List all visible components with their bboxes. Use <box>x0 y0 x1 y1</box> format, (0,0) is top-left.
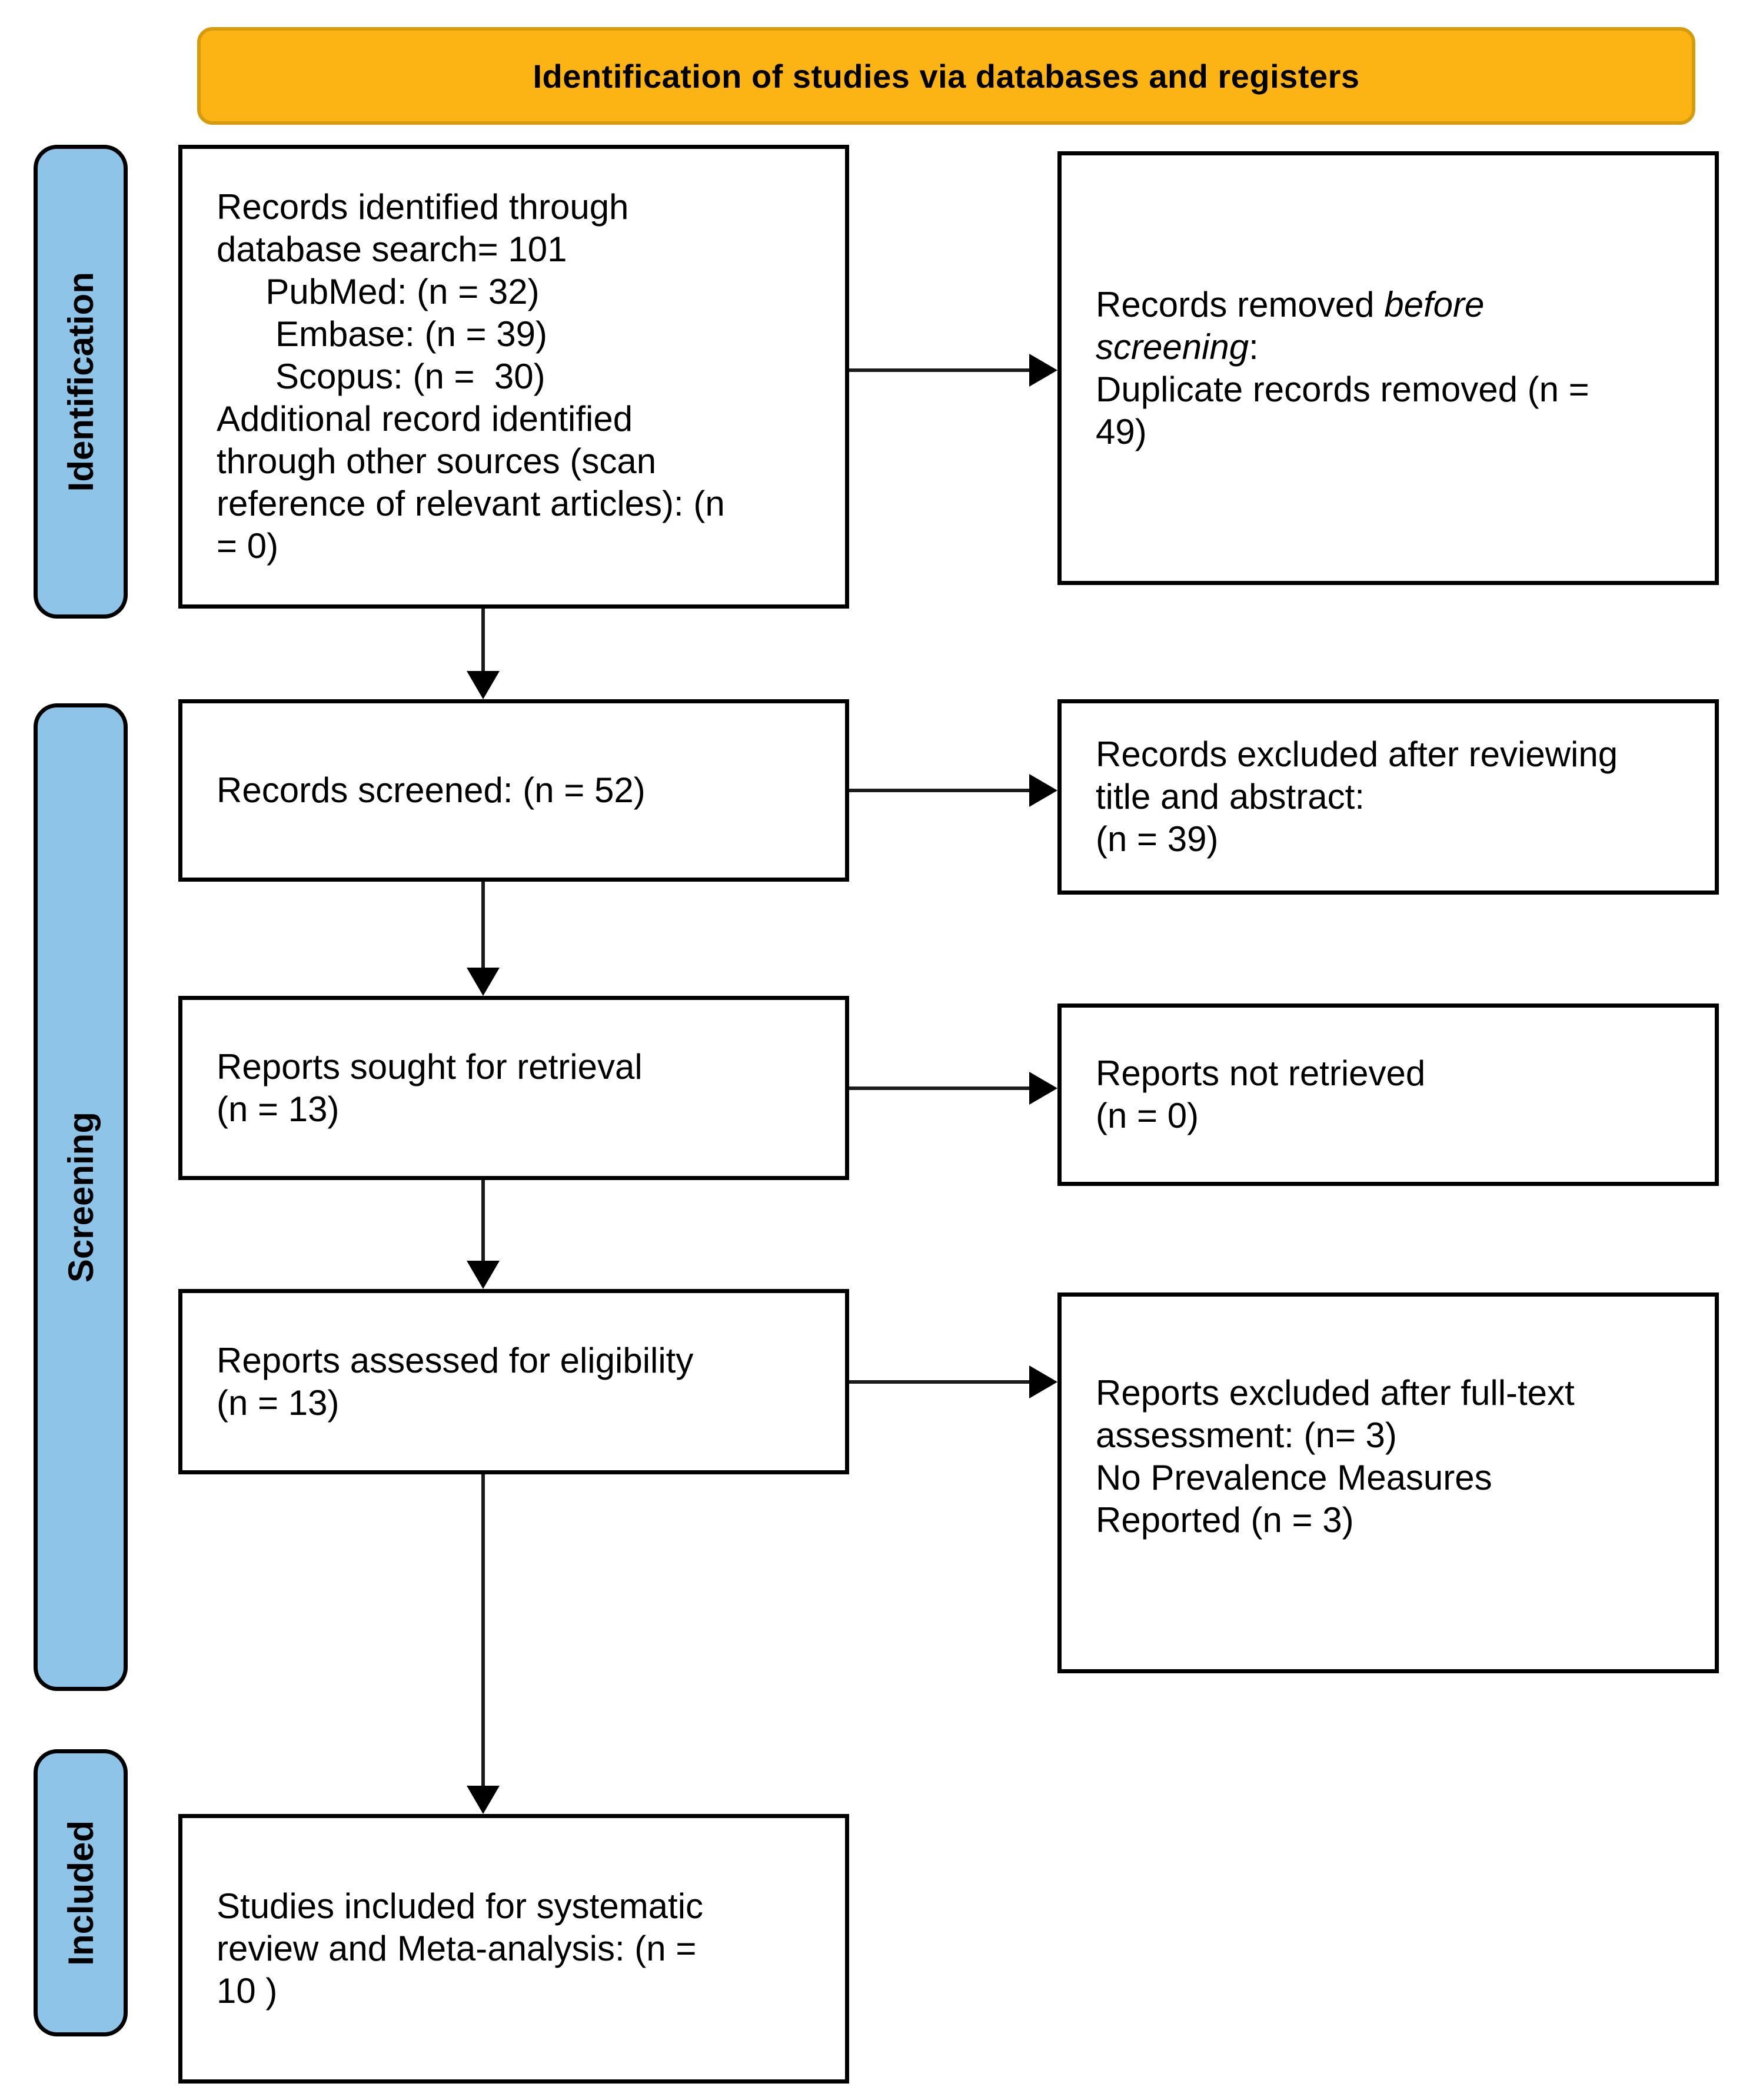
arrow-sought-to-assessed-line <box>481 1180 485 1261</box>
stage-label-screening: Screening <box>34 703 128 1691</box>
box-records-removed-text: Records removed before screening: Duplic… <box>1096 284 1589 453</box>
arrow-identified-to-screened-head-icon <box>467 671 500 699</box>
arrow-identified-to-removed-line <box>849 368 1033 372</box>
arrow-assessed-to-excludedfulltext-line <box>849 1380 1033 1384</box>
box-reports-assessed: Reports assessed for eligibility (n = 13… <box>178 1289 849 1474</box>
stage-label-identification: Identification <box>34 145 128 619</box>
box-reports-sought: Reports sought for retrieval (n = 13) <box>178 996 849 1180</box>
arrow-screened-to-sought-head-icon <box>467 968 500 996</box>
header-banner: Identification of studies via databases … <box>197 27 1695 125</box>
box-reports-sought-text: Reports sought for retrieval (n = 13) <box>217 1046 643 1129</box>
arrow-identified-to-removed-head-icon <box>1029 354 1057 387</box>
stage-label-included: Included <box>34 1749 128 2036</box>
box-reports-not-retrieved: Reports not retrieved (n = 0) <box>1057 1004 1719 1186</box>
arrow-identified-to-screened-line <box>481 609 485 671</box>
box-reports-not-retrieved-text: Reports not retrieved (n = 0) <box>1096 1054 1426 1135</box>
removed-suffix: : Duplicate records removed (n = 49) <box>1096 327 1589 451</box>
removed-italic: before screening <box>1096 284 1485 367</box>
box-studies-included-text: Studies included for systematic review a… <box>217 1886 704 2011</box>
stage-label-included-text: Included <box>61 1820 101 1966</box>
arrow-screened-to-sought-line <box>481 882 485 968</box>
arrow-screened-to-excluded-head-icon <box>1029 774 1057 807</box>
arrow-assessed-to-excludedfulltext-head-icon <box>1029 1365 1057 1398</box>
box-reports-assessed-text: Reports assessed for eligibility (n = 13… <box>217 1340 694 1423</box>
box-reports-excluded-fulltext-text: Reports excluded after full-text assessm… <box>1096 1373 1575 1540</box>
box-records-removed: Records removed before screening: Duplic… <box>1057 151 1719 585</box>
arrow-sought-to-notretrieved-head-icon <box>1029 1072 1057 1105</box>
box-records-excluded-title-abstract: Records excluded after reviewing title a… <box>1057 699 1719 895</box>
arrow-assessed-to-included-line <box>481 1474 485 1786</box>
box-records-screened-text: Records screened: (n = 52) <box>217 770 646 810</box>
removed-prefix: Records removed <box>1096 284 1385 324</box>
arrow-assessed-to-included-head-icon <box>467 1786 500 1814</box>
arrow-screened-to-excluded-line <box>849 789 1033 792</box>
box-records-screened: Records screened: (n = 52) <box>178 699 849 882</box>
box-records-identified: Records identified through database sear… <box>178 145 849 609</box>
arrow-sought-to-assessed-head-icon <box>467 1261 500 1289</box>
header-title: Identification of studies via databases … <box>533 57 1360 95</box>
box-records-excluded-title-abstract-text: Records excluded after reviewing title a… <box>1096 735 1618 859</box>
box-records-identified-text: Records identified through database sear… <box>217 187 725 566</box>
box-reports-excluded-fulltext: Reports excluded after full-text assessm… <box>1057 1292 1719 1673</box>
stage-label-screening-text: Screening <box>61 1111 101 1283</box>
stage-label-identification-text: Identification <box>61 271 101 492</box>
box-studies-included: Studies included for systematic review a… <box>178 1814 849 2084</box>
arrow-sought-to-notretrieved-line <box>849 1086 1033 1090</box>
